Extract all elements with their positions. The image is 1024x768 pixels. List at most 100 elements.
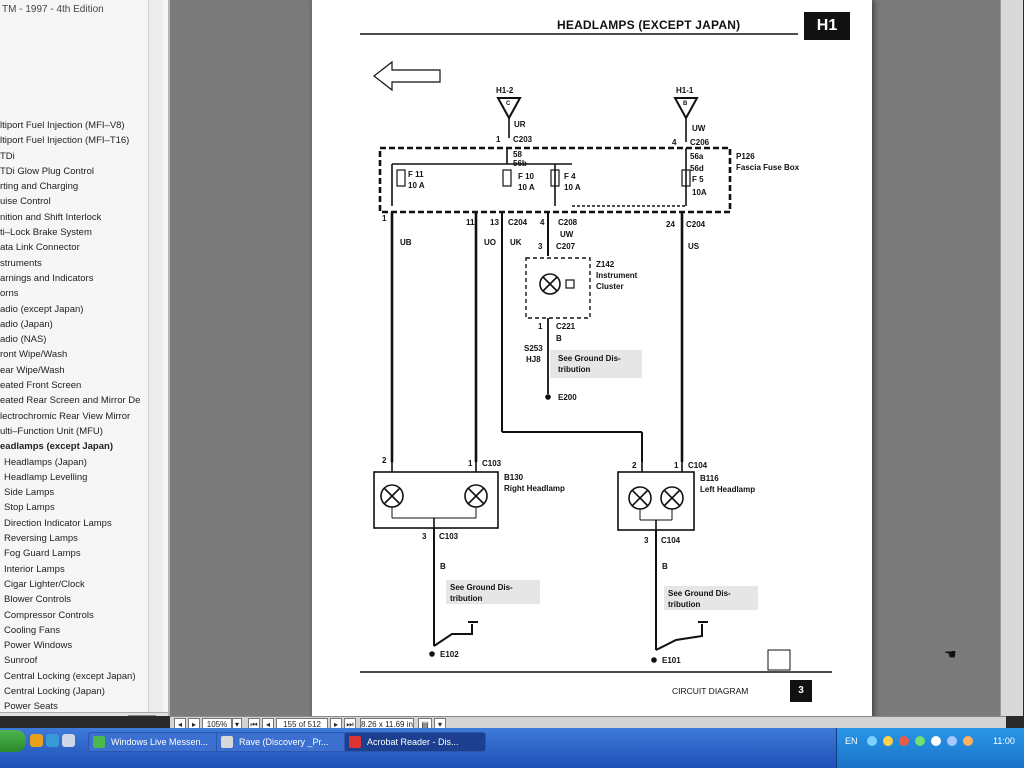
ground-note-shade <box>550 350 642 378</box>
taskbar-window-button[interactable]: Windows Live Messen... <box>88 732 230 752</box>
taskbar-window-button[interactable]: Rave (Discovery _Pr... <box>216 732 358 752</box>
bookmark-item[interactable]: Power Windows <box>4 640 73 652</box>
bookmark-item[interactable]: Side Lamps <box>4 487 55 499</box>
bookmark-item[interactable]: Direction Indicator Lamps <box>4 517 112 529</box>
network-icon[interactable] <box>867 736 877 746</box>
bookmark-item[interactable]: ltiport Fuel Injection (MFI–V8) <box>0 120 125 131</box>
collapse-left-icon[interactable]: ◂ <box>128 715 142 716</box>
browser-icon[interactable] <box>46 734 59 747</box>
component-name: Right Headlamp <box>504 484 565 493</box>
bookmark-item[interactable]: ata Link Connector <box>0 242 80 254</box>
wire-color-label: US <box>688 242 700 251</box>
bookmark-item[interactable]: nition and Shift Interlock <box>0 211 102 223</box>
document-scrollbar[interactable] <box>1000 0 1023 716</box>
fuse-rating: 10A <box>692 188 707 197</box>
bookmark-item[interactable]: Headlamp Levelling <box>4 471 88 483</box>
ground-note: See Ground Dis- <box>558 354 621 363</box>
pin-label: 11 <box>466 218 475 227</box>
connector-label: C204 <box>508 218 528 227</box>
pin-label: 2 <box>632 461 637 470</box>
bookmark-item[interactable]: Power Seats <box>4 701 58 713</box>
wire-color-label: UB <box>400 238 412 247</box>
bookmark-item[interactable]: ltiport Fuel Injection (MFI–T16) <box>0 135 130 147</box>
layout-dropdown-icon[interactable]: ▾ <box>434 718 446 731</box>
bookmark-item[interactable]: orns <box>0 288 19 300</box>
bookmark-item[interactable]: Headlamps (Japan) <box>4 456 87 468</box>
fuse-rating: 10 A <box>564 183 581 192</box>
app-icon <box>93 736 105 748</box>
component-name: Left Headlamp <box>700 485 756 494</box>
bookmark-item[interactable]: TDi Glow Plug Control <box>0 165 94 177</box>
hand-cursor-icon: ☚ <box>944 646 957 662</box>
bookmark-item[interactable]: Fog Guard Lamps <box>4 548 81 560</box>
bookmark-item[interactable]: Cigar Lighter/Clock <box>4 578 85 590</box>
bookmark-item[interactable]: TDi <box>0 150 15 162</box>
bookmark-item[interactable]: adio (NAS) <box>0 334 47 346</box>
messenger-icon[interactable] <box>915 736 925 746</box>
bookmark-item[interactable]: Interior Lamps <box>4 563 65 575</box>
pin-label: 1 <box>468 459 473 468</box>
bookmark-item[interactable]: eadlamps (except Japan) <box>0 441 113 453</box>
start-button[interactable] <box>0 730 26 752</box>
bookmark-item[interactable]: Cooling Fans <box>4 624 60 636</box>
component-id: P126 <box>736 152 755 161</box>
bookmark-item[interactable]: struments <box>0 257 42 269</box>
volume-icon[interactable] <box>931 736 941 746</box>
fuse-label: F 5 <box>692 175 704 184</box>
bookmark-item[interactable]: Central Locking (Japan) <box>4 685 105 697</box>
window-icon[interactable] <box>62 734 75 747</box>
bookmark-item[interactable]: Blower Controls <box>4 594 72 606</box>
pin-label: 3 <box>644 536 649 545</box>
bookmark-item[interactable]: adio (Japan) <box>0 318 53 330</box>
bookmark-item[interactable]: eated Rear Screen and Mirror De <box>0 395 141 407</box>
bookmark-item[interactable]: arnings and Indicators <box>0 272 94 284</box>
connector-label: C103 <box>482 459 502 468</box>
pin-label: 3 <box>422 532 427 541</box>
wire-color-label: B <box>440 562 446 571</box>
bookmarks-scrollbar[interactable] <box>148 0 163 716</box>
bookmark-item[interactable]: ti–Lock Brake System <box>0 227 92 239</box>
antivirus-icon[interactable] <box>899 736 909 746</box>
bookmark-item[interactable]: ear Wipe/Wash <box>0 364 65 376</box>
first-page-icon[interactable]: ⏮ <box>248 718 260 731</box>
wire-color-label: UW <box>692 124 706 133</box>
language-indicator[interactable]: EN <box>845 736 858 746</box>
bookmark-item[interactable]: rting and Charging <box>0 181 79 193</box>
bookmark-item[interactable]: eated Front Screen <box>0 380 82 392</box>
splice-label: S253 <box>524 344 543 353</box>
taskbar-window-label: Windows Live Messen... <box>111 737 209 747</box>
pin-label: 1 <box>538 322 543 331</box>
panel-options-icon[interactable]: ▤ <box>142 715 156 716</box>
tray-app-icon[interactable] <box>963 736 973 746</box>
terminal-label: 56b <box>513 159 527 168</box>
bookmark-item[interactable]: adio (except Japan) <box>0 303 84 315</box>
bookmark-item[interactable]: ulti–Function Unit (MFU) <box>0 425 103 437</box>
bookmark-item[interactable]: Compressor Controls <box>4 609 94 621</box>
taskbar-window-button[interactable]: Acrobat Reader - Dis... <box>344 732 486 752</box>
tray-app-icon[interactable] <box>947 736 957 746</box>
component-id: B116 <box>700 474 719 483</box>
pin-label: 2 <box>382 456 387 465</box>
pin-label: 13 <box>490 218 499 227</box>
folder-icon[interactable] <box>30 734 43 747</box>
wire-color-label: UW <box>560 230 574 239</box>
bookmark-item[interactable]: Central Locking (except Japan) <box>4 670 136 682</box>
app-icon <box>221 736 233 748</box>
pin-label: 1 <box>674 461 679 470</box>
fuse-label: F 4 <box>564 172 576 181</box>
pin-label: 1 <box>382 214 387 223</box>
footer-page-number: 3 <box>790 680 812 702</box>
terminal-label: 56d <box>690 164 704 173</box>
bookmark-item[interactable]: uise Control <box>0 196 51 208</box>
pin-label: 3 <box>538 242 543 251</box>
component-id: B130 <box>504 473 524 482</box>
bookmark-item[interactable]: Stop Lamps <box>4 502 55 514</box>
bookmark-item[interactable]: Reversing Lamps <box>4 533 78 545</box>
bookmark-item[interactable]: ront Wipe/Wash <box>0 349 68 361</box>
connector-label: C203 <box>513 135 533 144</box>
bookmark-item[interactable]: lectrochromic Rear View Mirror <box>0 410 131 422</box>
security-icon[interactable] <box>883 736 893 746</box>
clock: 11:00 <box>993 736 1015 746</box>
bookmark-item[interactable]: Sunroof <box>4 655 38 667</box>
